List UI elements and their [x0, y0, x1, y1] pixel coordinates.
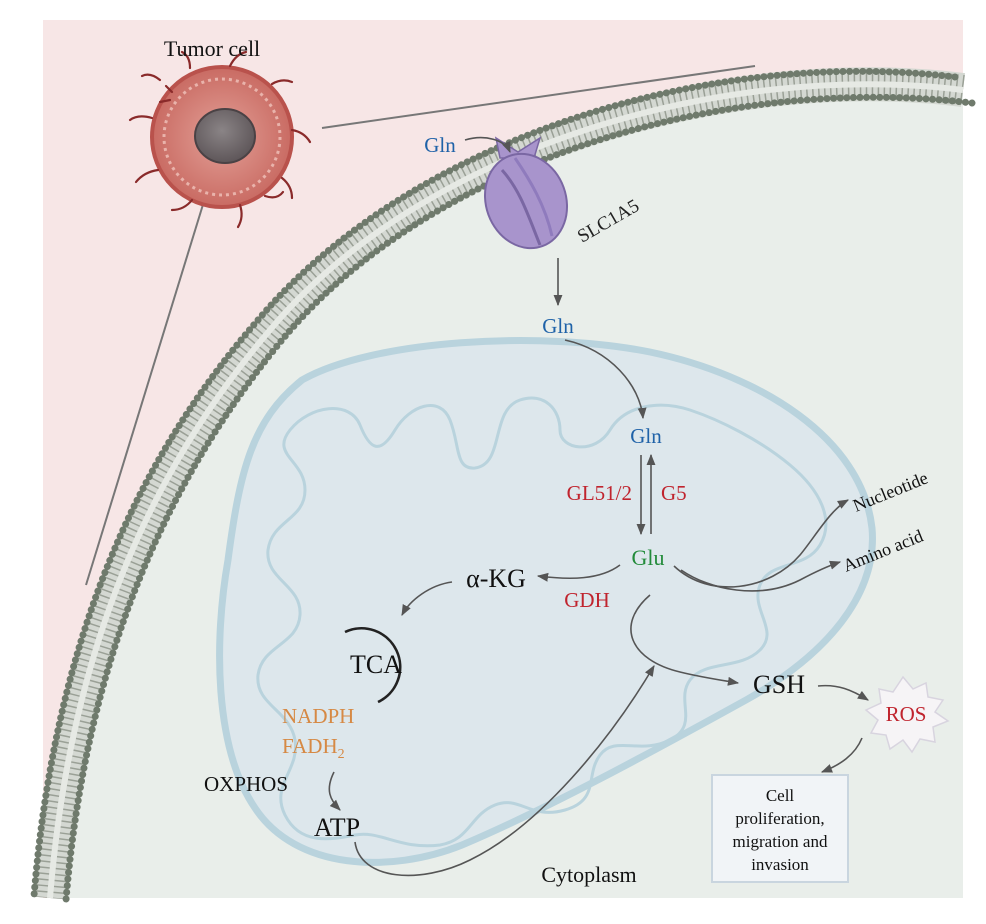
cell-membrane: [30, 67, 976, 904]
outcome-line-2: proliferation,: [735, 809, 824, 828]
outcome-box: [711, 774, 849, 883]
fadh2-label: FADH2: [282, 734, 345, 762]
glu-label: Glu: [632, 545, 665, 570]
tca-label: TCA: [350, 650, 402, 679]
cytoplasm-label: Cytoplasm: [541, 862, 636, 887]
arrow-oxphos-to-atp: [328, 771, 341, 811]
arrow-ros-to-outcome: [820, 737, 863, 773]
gdh-label: GDH: [564, 588, 610, 612]
nadph-label: NADPH: [282, 704, 354, 728]
mitochondrion: [216, 337, 876, 866]
zoom-line-top: [321, 65, 756, 129]
gln-cytoplasm-label: Gln: [542, 314, 574, 338]
arrow-gln-into-transporter: [464, 136, 511, 154]
arrow-glu-to-amino-acid: [680, 560, 842, 592]
gsh-label: GSH: [753, 670, 805, 699]
atp-label: ATP: [314, 813, 360, 842]
outcome-line-4: invasion: [751, 855, 809, 874]
arrow-glu-to-nucleotide: [673, 499, 849, 588]
tumor-cell-illustration: [128, 50, 312, 229]
arrow-atp-to-gsh-pathway: [354, 665, 655, 877]
arrow-glu-to-akg: [536, 564, 621, 582]
ros-burst-icon: [864, 675, 950, 754]
outcome-line-3: migration and: [733, 832, 828, 851]
gln-extracellular-label: Gln: [424, 133, 456, 157]
tca-cycle: [344, 627, 402, 704]
gs-enzyme-label: G5: [661, 481, 687, 505]
arrow-akg-to-tca: [401, 581, 453, 616]
cristae: [256, 396, 828, 848]
arrow-gsh-to-ros: [817, 684, 869, 701]
gln-mitochondria-label: Gln: [630, 424, 662, 448]
gls-enzyme-label: GL51/2: [567, 481, 632, 505]
arrow-glu-to-gsh: [630, 594, 740, 686]
oxphos-label: OXPHOS: [204, 772, 288, 796]
zoom-line-bottom: [85, 197, 206, 586]
outcome-line-1: Cell: [766, 786, 795, 805]
arrow-gln-into-mitochondrion: [564, 339, 647, 420]
tumor-cell-label: Tumor cell: [164, 36, 260, 61]
ros-label: ROS: [886, 702, 927, 726]
akg-label: α-KG: [466, 564, 526, 593]
